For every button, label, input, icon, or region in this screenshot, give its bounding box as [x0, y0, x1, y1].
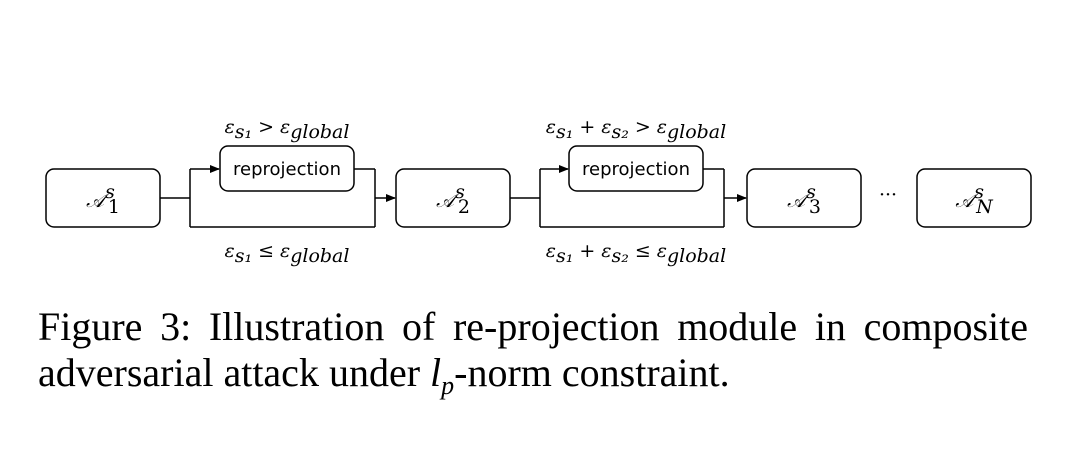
condition-stage1-above: εs₁>εglobal [225, 116, 350, 143]
module-an-subscript: N [975, 196, 994, 218]
module-a3-subscript: 3 [809, 196, 821, 218]
reprojection-box-1: reprojection [219, 145, 355, 192]
condition-stage1-below: εs₁≤εglobal [225, 240, 350, 267]
module-a3-superscript: s [806, 181, 816, 203]
condition-stage2-above: εs₁+εs₂>εglobal [546, 116, 726, 143]
reprojection-label-1: reprojection [233, 159, 341, 180]
module-a2-superscript: s [455, 181, 465, 203]
reprojection-box-2: reprojection [568, 145, 704, 192]
stage1-connector [160, 165, 396, 228]
caption-prefix: Figure 3: Illustration of re-projection … [38, 304, 1028, 395]
module-a2-subscript: 2 [458, 196, 470, 218]
module-a1-subscript: 1 [108, 196, 120, 218]
caption-norm-symbol: l [430, 350, 442, 395]
stage2-connector [510, 165, 747, 228]
ellipsis: ··· [879, 184, 897, 206]
reprojection-label-2: reprojection [582, 159, 690, 180]
caption-norm-subscript: p [441, 371, 455, 400]
caption-suffix: -norm constraint. [454, 350, 730, 395]
module-an-superscript: s [974, 181, 984, 203]
figure-caption: Figure 3: Illustration of re-projection … [38, 304, 1028, 399]
module-a1-superscript: s [105, 181, 115, 203]
condition-stage2-below: εs₁+εs₂≤εglobal [546, 240, 726, 267]
